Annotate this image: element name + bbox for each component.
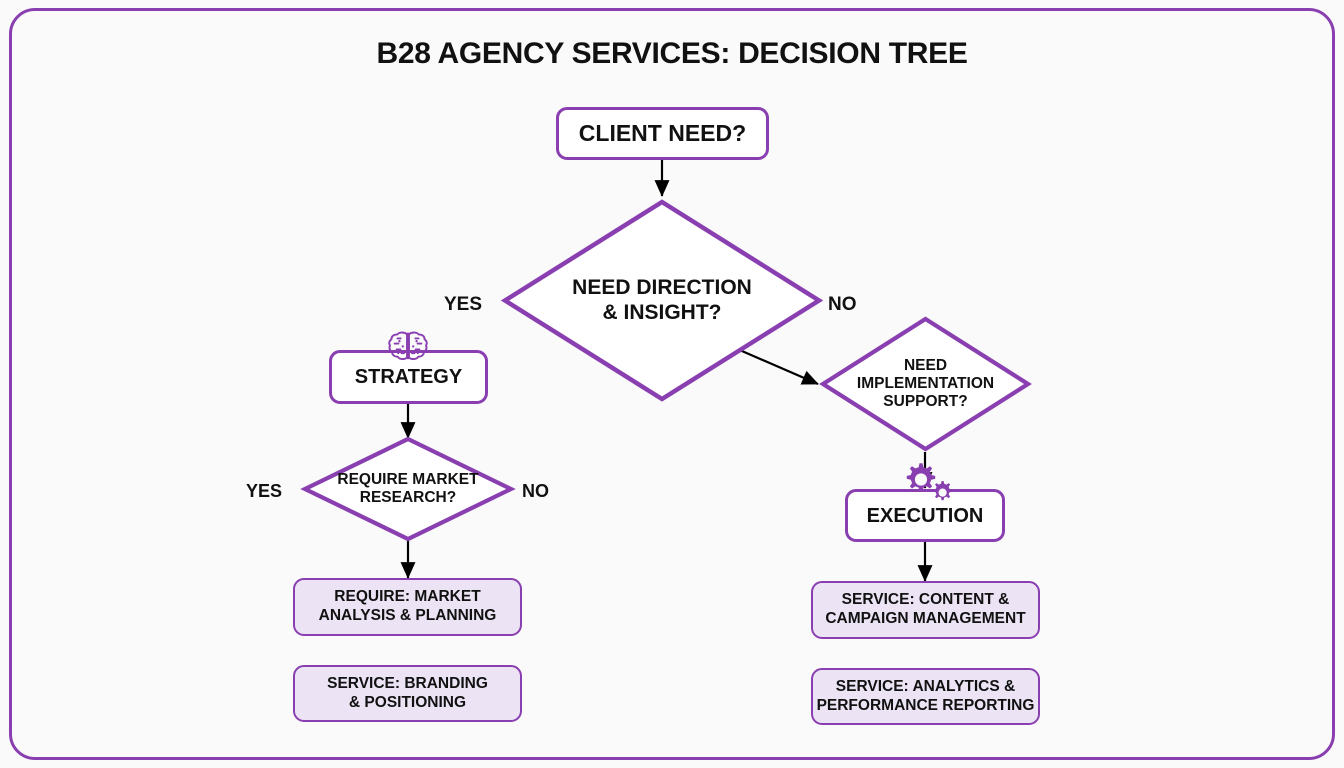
node-strategy-label: STRATEGY [354,366,463,388]
edge-label-direction-no: NO [828,294,857,315]
node-client-need-label: CLIENT NEED? [578,119,747,146]
diamond-shape [300,436,516,542]
node-require-market-research[interactable]: REQUIRE MARKET RESEARCH? [300,436,516,542]
diamond-shape [500,199,824,402]
node-market-analysis-line1: REQUIRE: MARKET [334,588,481,606]
node-content-service-line1: SERVICE: CONTENT & [841,591,1010,609]
edge-label-research-no: NO [522,481,549,501]
node-service-analytics-performance-reporting[interactable]: SERVICE: ANALYTICS & PERFORMANCE REPORTI… [811,668,1040,725]
gears-icon [898,461,960,503]
node-content-service-line2: CAMPAIGN MANAGEMENT [825,610,1026,627]
node-service-branding-positioning[interactable]: SERVICE: BRANDING & POSITIONING [293,665,522,722]
node-service-content-campaign-management[interactable]: SERVICE: CONTENT & CAMPAIGN MANAGEMENT [811,581,1040,639]
node-market-analysis-line2: ANALYSIS & PLANNING [318,607,497,624]
edge-label-research-yes: YES [246,481,283,501]
node-branding-line1: SERVICE: BRANDING [327,674,488,692]
node-branding-line2: & POSITIONING [348,693,467,711]
node-require-market-analysis-planning[interactable]: REQUIRE: MARKET ANALYSIS & PLANNING [293,578,522,636]
diamond-shape [819,316,1032,452]
node-client-need[interactable]: CLIENT NEED? [556,107,769,160]
node-analytics-service-line1: SERVICE: ANALYTICS & [835,677,1016,695]
node-execution[interactable]: EXECUTION [845,489,1005,542]
node-execution-label: EXECUTION [866,504,984,527]
node-need-direction-insight[interactable]: NEED DIRECTION & INSIGHT? [500,199,824,402]
page-title: B28 AGENCY SERVICES: DECISION TREE [376,37,968,70]
brain-icon [385,330,431,364]
edge-label-direction-yes: YES [444,294,483,315]
node-need-implementation-support[interactable]: NEED IMPLEMENTATION SUPPORT? [819,316,1032,452]
node-analytics-service-line2: PERFORMANCE REPORTING [816,696,1035,714]
